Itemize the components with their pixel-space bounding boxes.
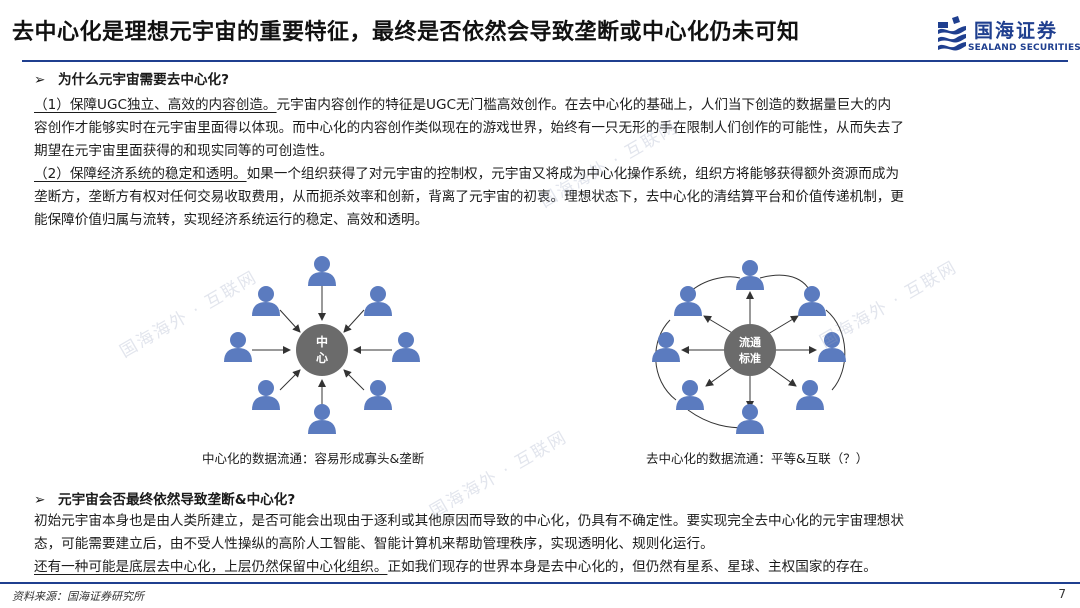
p2-line2: 垄断方，垄断方有权对任何交易收取费用，从而扼杀效率和创新，背离了元宇宙的初衷。理… (34, 189, 904, 205)
bullet-arrow-icon: ➢ (34, 72, 46, 88)
person-icon (252, 286, 280, 316)
person-icon (796, 380, 824, 410)
person-icon (364, 286, 392, 316)
p1-line2: 容创作才能够实时在元宇宙里面得以体现。而中心化的内容创作类似现在的游戏世界，始终… (34, 120, 904, 136)
section1-heading-text: 为什么元宇宙需要去中心化? (58, 72, 230, 88)
p2-line1: （2）保障经济系统的稳定和透明。如果一个组织获得了对元宇宙的控制权，元宇宙又将成… (34, 163, 1064, 186)
s2-underlined: 还有一种可能是底层去中心化，上层仍然保留中心化组织。 (34, 559, 388, 575)
centralized-caption: 中心化的数据流通：容易形成寡头&垄断 (202, 451, 425, 466)
section2-body: 初始元宇宙本身也是由人类所建立，是否可能会出现由于逐利或其他原因而导致的中心化，… (34, 510, 1064, 579)
section1-body: （1）保障UGC独立、高效的内容创造。元宇宙内容创作的特征是UGC无门槛高效创作… (34, 94, 1064, 232)
section1-heading: ➢ 为什么元宇宙需要去中心化? (34, 68, 229, 88)
person-icon (674, 286, 702, 316)
s2-line2: 态，可能需要建立后，由不受人性操纵的高阶人工智能、智能计算机来帮助管理秩序，实现… (34, 536, 714, 552)
center-label-2: 标准 (738, 351, 761, 365)
person-icon (224, 332, 252, 362)
person-icon (676, 380, 704, 410)
person-icon (364, 380, 392, 410)
p1-line1: （1）保障UGC独立、高效的内容创造。元宇宙内容创作的特征是UGC无门槛高效创作… (34, 94, 1064, 117)
p2-line3: 能保障价值归属与流转，实现经济系统运行的稳定、高效和透明。 (34, 212, 429, 228)
company-logo: 国海证券 SEALAND SECURITIES (932, 10, 1080, 58)
sealand-logo-icon (938, 16, 966, 51)
person-icon (252, 380, 280, 410)
p1-line3: 期望在元宇宙里面获得的和现实同等的可创造性。 (34, 143, 334, 159)
page-title: 去中心化是理想元宇宙的重要特征，最终是否依然会导致垄断或中心化仍未可知 (12, 20, 800, 45)
s2-line1: 初始元宇宙本身也是由人类所建立，是否可能会出现由于逐利或其他原因而导致的中心化，… (34, 513, 904, 529)
center-node (296, 324, 348, 376)
person-icon (308, 404, 336, 434)
centralized-diagram: 中 心 (224, 256, 420, 434)
person-icon (308, 256, 336, 286)
center-label-2: 心 (316, 351, 328, 365)
decentralized-caption: 去中心化的数据流通：平等&互联（？） (646, 451, 869, 466)
p2-underlined: （2）保障经济系统的稳定和透明。 (34, 166, 247, 182)
bullet-arrow-icon: ➢ (34, 492, 46, 508)
section2-heading-text: 元宇宙会否最终依然导致垄断&中心化? (58, 492, 296, 508)
p2-rest: 如果一个组织获得了对元宇宙的控制权，元宇宙又将成为中心化操作系统，组织方将能够获… (246, 166, 900, 182)
logo-text-cn: 国海证券 (974, 20, 1059, 42)
s2-rest: 正如我们现存的世界本身是去中心化的，但仍然有星系、星球、主权国家的存在。 (387, 559, 877, 575)
title-bar: 去中心化是理想元宇宙的重要特征，最终是否依然会导致垄断或中心化仍未可知 国海证券… (0, 0, 1080, 64)
person-icon (736, 260, 764, 290)
p1-rest: 元宇宙内容创作的特征是UGC无门槛高效创作。在去中心化的基础上，人们当下创造的数… (276, 97, 892, 113)
footer-source: 资料来源：国海证券研究所 (12, 590, 144, 603)
page-number: 7 (1058, 587, 1066, 601)
center-label-1: 中 (316, 334, 328, 349)
arrows-from-center (681, 291, 817, 409)
logo-text-en: SEALAND SECURITIES (968, 43, 1080, 53)
center-node (724, 324, 776, 376)
person-icon (736, 404, 764, 434)
center-label-1: 流通 (739, 335, 761, 349)
person-icon (392, 332, 420, 362)
decentralized-diagram: 流通 标准 (652, 260, 846, 434)
title-divider (22, 60, 1068, 62)
p1-underlined: （1）保障UGC独立、高效的内容创造。 (34, 97, 277, 113)
section2-heading: ➢ 元宇宙会否最终依然导致垄断&中心化? (34, 488, 295, 508)
arrows-to-center (252, 280, 392, 410)
person-icon (798, 286, 826, 316)
s2-line3: 还有一种可能是底层去中心化，上层仍然保留中心化组织。正如我们现存的世界本身是去中… (34, 556, 1064, 579)
footer-divider (0, 582, 1080, 584)
